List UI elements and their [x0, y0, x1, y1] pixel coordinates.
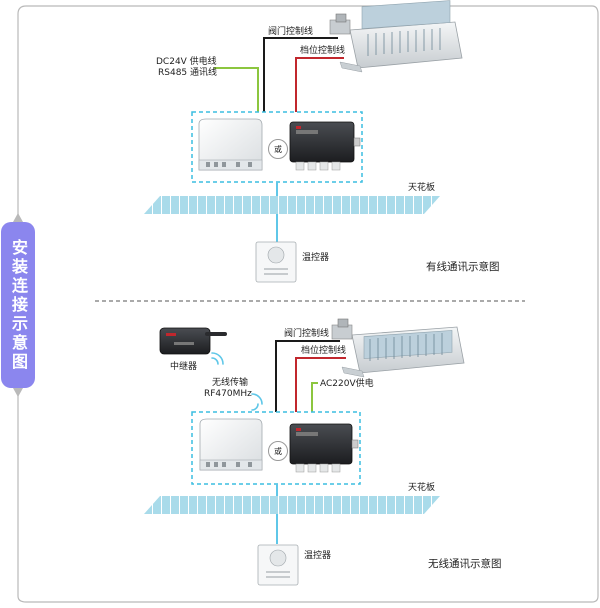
ac-power-label: AC220V供电 [320, 379, 374, 389]
power-line-label-top: DC24V 供电线 [156, 57, 217, 67]
white-controller-top [198, 118, 263, 171]
frame-arrow-down [13, 388, 23, 397]
repeater-label: 中继器 [170, 362, 198, 372]
valve-line-label-top: 阀门控制线 [268, 27, 314, 37]
frame-arrow-up [13, 213, 23, 222]
ceiling-bottom [144, 496, 440, 514]
thermostat-label-top: 温控器 [302, 253, 330, 263]
wireless-signal-icon [251, 393, 263, 411]
wireless-signal-icon [211, 352, 224, 365]
thermostat-top [255, 241, 297, 283]
speed-control-line-top [295, 57, 344, 112]
dark-controller-bottom [289, 423, 359, 473]
speed-line-label-bottom: 档位控制线 [301, 346, 347, 356]
power-line-top [214, 67, 259, 112]
ceiling-label-top: 天花板 [408, 183, 436, 193]
wireless-label: 无线传输 [212, 378, 249, 388]
side-tab: 安装连接示意图 [1, 222, 35, 388]
thermostat-label-bottom: 温控器 [304, 551, 332, 561]
side-tab-label: 安装连接示意图 [9, 238, 28, 372]
or-label-bottom: 或 [268, 441, 288, 461]
ceiling-top [144, 196, 440, 214]
repeater-device [159, 327, 227, 355]
white-controller-bottom [199, 418, 263, 471]
comm-line-label-top: RS485 通讯线 [158, 68, 218, 78]
fan-coil-unit-bottom [331, 318, 465, 378]
dark-controller-top [289, 121, 361, 171]
speed-line-label-top: 档位控制线 [300, 46, 346, 56]
speed-control-line-bottom [295, 357, 346, 412]
thermostat-bottom [257, 544, 299, 586]
wired-caption: 有线通讯示意图 [426, 261, 500, 273]
or-label-top: 或 [268, 139, 288, 159]
valve-control-line-top [263, 37, 338, 112]
fan-coil-unit-top [329, 0, 463, 73]
wireless-caption: 无线通讯示意图 [428, 558, 502, 570]
valve-line-label-bottom: 阀门控制线 [284, 329, 330, 339]
ceiling-label-bottom: 天花板 [408, 483, 436, 493]
frame-border [17, 5, 599, 603]
valve-control-line-bottom [275, 340, 340, 412]
power-line-bottom [311, 382, 318, 412]
frequency-label: RF470MHz [204, 389, 252, 399]
